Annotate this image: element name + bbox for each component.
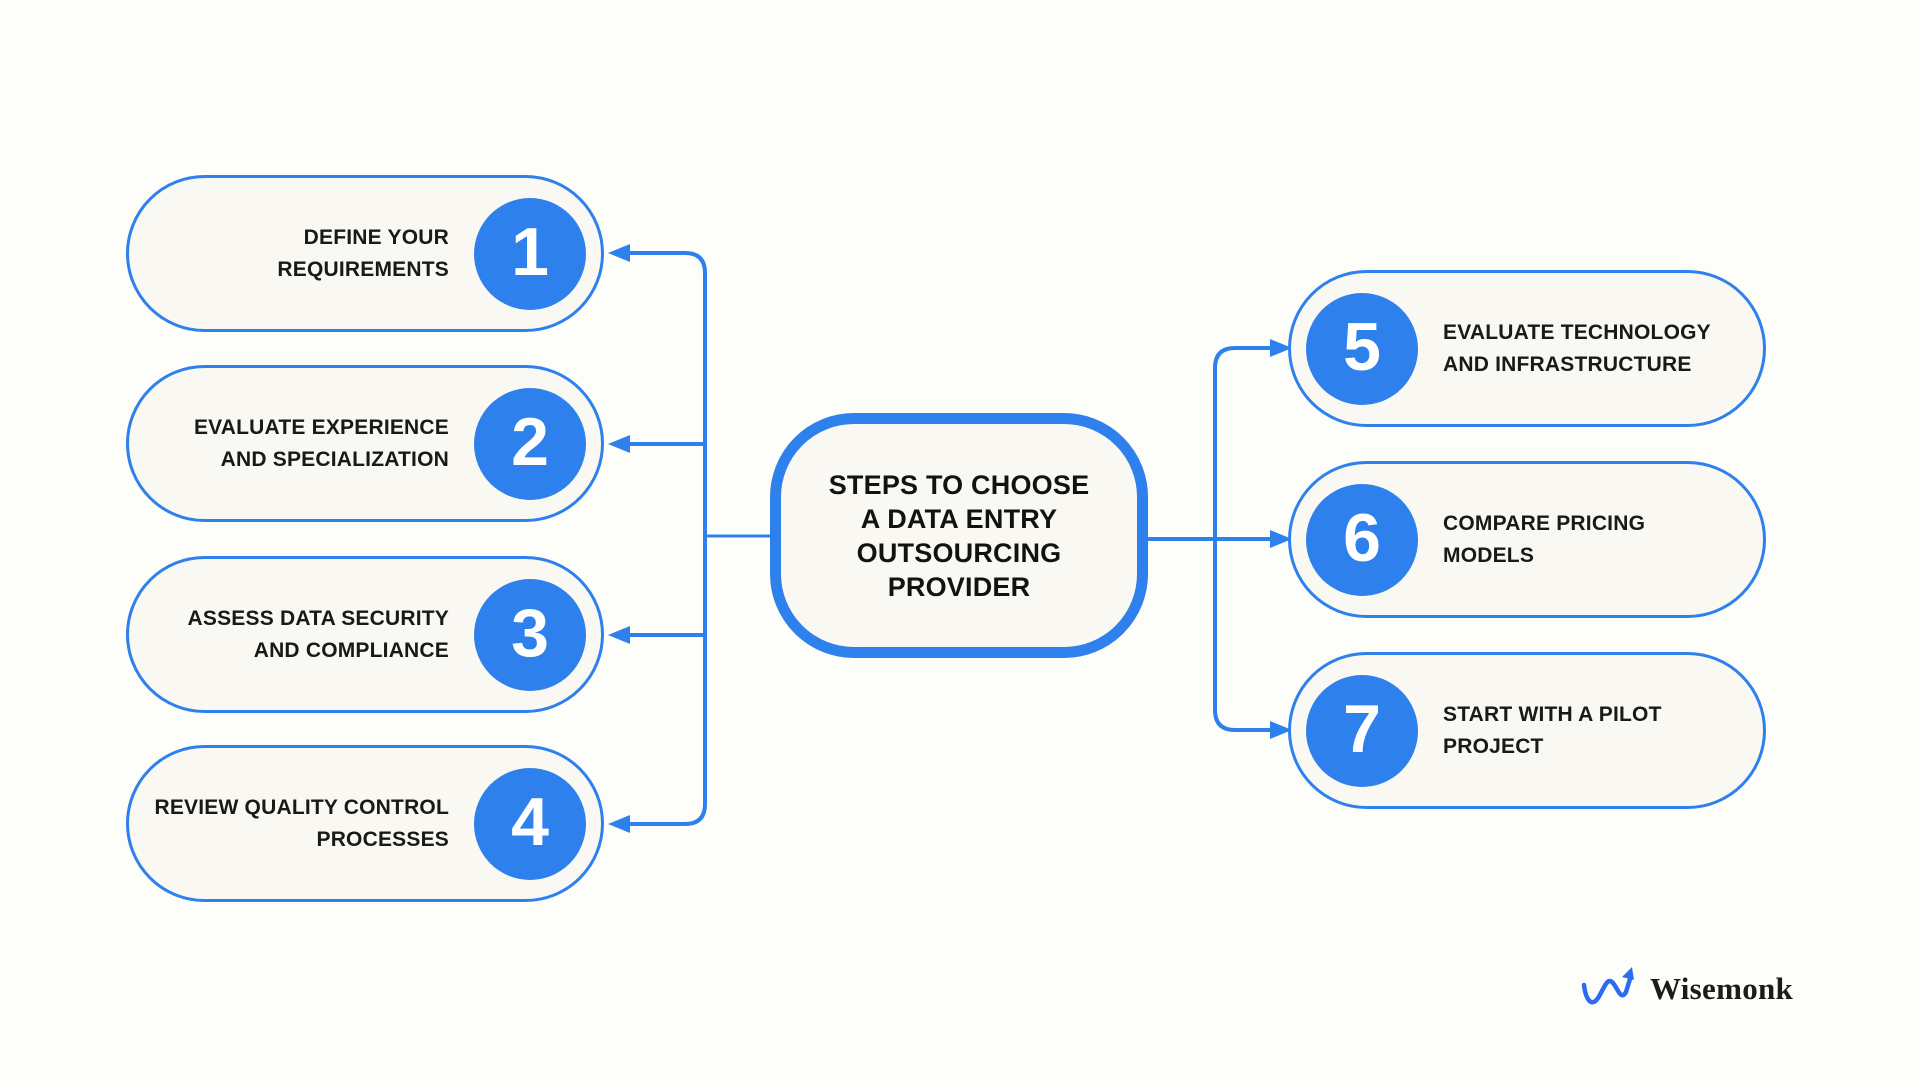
step-4-number-badge: 4	[474, 767, 586, 880]
step-6-number-badge: 6	[1306, 483, 1418, 596]
central-topic-node: STEPS TO CHOOSE A DATA ENTRY OUTSOURCING…	[770, 413, 1148, 658]
step-5-label: EVALUATE TECHNOLOGY AND INFRASTRUCTURE	[1443, 320, 1711, 376]
step-1-number-badge: 1	[474, 197, 586, 310]
brand-name: Wisemonk	[1650, 971, 1794, 1006]
brand-logo: Wisemonk	[1580, 963, 1793, 1015]
step-1-label: DEFINE YOUR REQUIREMENTS	[277, 225, 449, 281]
step-6-pill: 6 COMPARE PRICING MODELS	[1288, 461, 1766, 618]
step-4-pill: REVIEW QUALITY CONTROL PROCESSES 4	[126, 745, 604, 902]
step-6-label: COMPARE PRICING MODELS	[1443, 511, 1646, 567]
step-5-pill: 5 EVALUATE TECHNOLOGY AND INFRASTRUCTURE	[1288, 270, 1766, 427]
step-3-number-badge: 3	[474, 578, 586, 691]
step-4-label: REVIEW QUALITY CONTROL PROCESSES	[154, 795, 449, 851]
step-3-pill: ASSESS DATA SECURITY AND COMPLIANCE 3	[126, 556, 604, 713]
step-2-pill: EVALUATE EXPERIENCE AND SPECIALIZATION 2	[126, 365, 604, 522]
step-7-number-badge: 7	[1306, 674, 1418, 787]
step-3-label: ASSESS DATA SECURITY AND COMPLIANCE	[187, 606, 449, 662]
wave-arrow-logo-icon	[1581, 967, 1634, 1005]
step-7-pill: 7 START WITH A PILOT PROJECT	[1288, 652, 1766, 809]
step-2-number-badge: 2	[474, 387, 586, 500]
step-2-label: EVALUATE EXPERIENCE AND SPECIALIZATION	[193, 415, 449, 471]
step-7-label: START WITH A PILOT PROJECT	[1443, 702, 1662, 758]
step-1-pill: DEFINE YOUR REQUIREMENTS 1	[126, 175, 604, 332]
step-5-number-badge: 5	[1306, 292, 1418, 405]
central-title: STEPS TO CHOOSE	[828, 469, 1090, 500]
